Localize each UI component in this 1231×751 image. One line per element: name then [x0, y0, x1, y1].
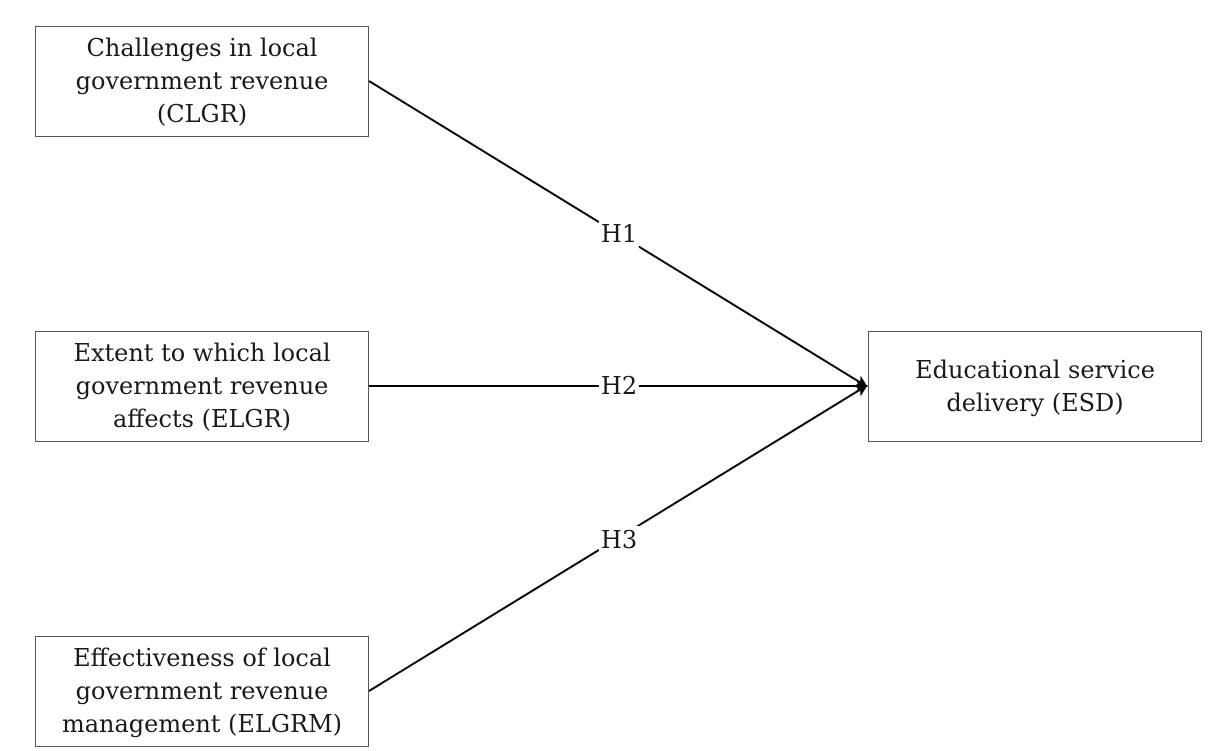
node-clgr-line-3: (CLGR) [156, 100, 248, 128]
edge-label-h2: H2 [598, 372, 640, 400]
node-clgr-line-2: government revenue [75, 67, 329, 95]
edge-label-h3: H3 [598, 526, 640, 554]
node-elgrm-line-1: Effectiveness of local [73, 644, 331, 672]
node-clgr: Challenges in local government revenue (… [35, 26, 369, 137]
node-elgr: Extent to which local government revenue… [35, 331, 369, 442]
node-clgr-line-1: Challenges in local [86, 34, 318, 62]
node-esd: Educational service delivery (ESD) [868, 331, 1202, 442]
node-elgrm: Effectiveness of local government revenu… [35, 636, 369, 747]
node-esd-line-2: delivery (ESD) [946, 388, 1124, 417]
node-elgr-line-2: government revenue [75, 372, 329, 400]
edge-label-h1: H1 [598, 220, 640, 248]
node-esd-line-1: Educational service [915, 355, 1155, 384]
node-elgrm-line-2: government revenue [75, 677, 329, 705]
node-elgrm-line-3: management (ELGRM) [61, 710, 343, 738]
node-elgr-line-1: Extent to which local [73, 339, 331, 367]
node-elgr-line-3: affects (ELGR) [112, 405, 292, 433]
